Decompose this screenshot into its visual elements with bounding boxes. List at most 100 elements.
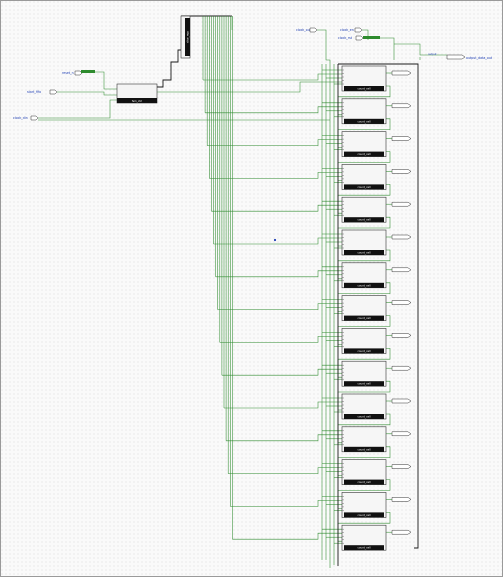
cell-label: count_cell bbox=[357, 251, 370, 255]
count-cell-block[interactable]: count_cell bbox=[341, 131, 412, 157]
cell-label: count_cell bbox=[357, 382, 370, 386]
cell-label: count_cell bbox=[357, 218, 370, 222]
wire bbox=[157, 49, 181, 88]
output-port-label: output_data_out bbox=[466, 56, 493, 60]
cell-footer bbox=[344, 545, 384, 551]
input-port-label: clock_din bbox=[13, 116, 28, 120]
wire bbox=[337, 151, 391, 181]
port-arrow-icon bbox=[309, 27, 318, 33]
cell-label: count_cell bbox=[357, 119, 370, 123]
port-arrow-icon bbox=[49, 89, 58, 95]
wire bbox=[209, 172, 342, 179]
count-cell-block[interactable]: count_cell bbox=[341, 295, 412, 321]
cell-output-arrow-icon bbox=[391, 70, 412, 76]
input-port-start[interactable]: start_fifo bbox=[27, 89, 58, 95]
count-cell-block[interactable]: count_cell bbox=[341, 360, 412, 387]
count-cell-block[interactable]: count_cell bbox=[341, 65, 412, 92]
cell-footer bbox=[344, 250, 384, 255]
wire bbox=[226, 434, 342, 442]
cell-output-arrow-icon bbox=[391, 300, 412, 305]
cell-label: count_cell bbox=[357, 415, 370, 419]
input-port-top-2[interactable]: clock_en bbox=[340, 27, 363, 33]
wire bbox=[224, 401, 342, 409]
port-arrow-icon bbox=[74, 70, 83, 76]
cell-label: count_cell bbox=[357, 87, 370, 91]
cell-footer bbox=[344, 118, 384, 124]
wire bbox=[337, 249, 391, 280]
block-footer bbox=[117, 98, 157, 103]
cell-footer bbox=[344, 282, 384, 288]
port-arrow-icon bbox=[30, 115, 39, 121]
cells-layer: count_cell count_cell count_cell count_cell… bbox=[341, 65, 412, 551]
wire bbox=[337, 315, 391, 345]
wire bbox=[337, 512, 391, 542]
input-port-top-1[interactable]: clock_out bbox=[296, 27, 318, 33]
cell-footer bbox=[344, 86, 384, 91]
wires-layer bbox=[38, 15, 447, 568]
cell-output-arrow-icon bbox=[391, 497, 412, 502]
wire bbox=[338, 63, 419, 549]
input-port-top-3[interactable]: clock_rst bbox=[338, 35, 380, 41]
cell-output-arrow-icon bbox=[391, 333, 412, 338]
input-port-label: start_fifo bbox=[27, 90, 41, 94]
wire bbox=[95, 71, 117, 90]
cell-footer bbox=[344, 414, 384, 419]
count-cell-block[interactable]: count_cell bbox=[341, 492, 412, 518]
count-cell-block[interactable]: count_cell bbox=[341, 164, 412, 190]
input-port-label: reset_n bbox=[62, 71, 74, 75]
wire bbox=[232, 532, 342, 540]
count-cell-block[interactable]: count_cell bbox=[341, 196, 412, 223]
wire bbox=[207, 139, 342, 146]
output-port-top[interactable]: output output_data_out bbox=[428, 52, 493, 60]
count-cell-block[interactable]: count_cell bbox=[341, 393, 412, 420]
count-cell-block[interactable]: count_cell bbox=[341, 229, 412, 256]
cell-footer bbox=[344, 479, 384, 485]
wire bbox=[203, 73, 342, 81]
wire bbox=[221, 368, 342, 376]
port-bus-indicator bbox=[81, 70, 95, 73]
fsm-block[interactable]: fsm_ctrl bbox=[116, 83, 158, 104]
cell-output-arrow-icon bbox=[391, 201, 412, 207]
input-port-reset[interactable]: reset_n bbox=[62, 70, 95, 76]
port-arrow-icon bbox=[355, 35, 364, 41]
wire bbox=[337, 216, 391, 247]
wire bbox=[205, 106, 342, 114]
cell-label: count_cell bbox=[357, 480, 370, 484]
count-cell-block[interactable]: count_cell bbox=[341, 459, 412, 485]
cell-output-arrow-icon bbox=[391, 136, 412, 141]
wire bbox=[337, 446, 391, 476]
cell-label: count_cell bbox=[357, 546, 370, 550]
cell-footer bbox=[344, 315, 384, 321]
cell-output-arrow-icon bbox=[391, 431, 412, 437]
count-cell-block[interactable]: count_cell bbox=[341, 524, 412, 551]
cell-footer bbox=[344, 446, 384, 452]
wire bbox=[337, 282, 391, 312]
count-cell-block[interactable]: count_cell bbox=[341, 426, 412, 453]
cell-output-arrow-icon bbox=[391, 529, 412, 535]
cell-footer bbox=[344, 512, 384, 518]
output-bus-label: output bbox=[428, 52, 437, 56]
cell-output-arrow-icon bbox=[391, 103, 412, 109]
wire bbox=[38, 99, 117, 119]
count-cell-block[interactable]: count_cell bbox=[341, 98, 412, 125]
wire bbox=[215, 270, 342, 278]
cell-output-arrow-icon bbox=[391, 365, 412, 371]
wire bbox=[230, 500, 342, 507]
input-port-label: clock_en bbox=[340, 28, 354, 32]
cell-label: count_cell bbox=[357, 513, 370, 517]
wire bbox=[337, 413, 391, 444]
count-cell-block[interactable]: count_cell bbox=[341, 328, 412, 354]
cell-label: count_cell bbox=[357, 185, 370, 189]
block-footer bbox=[185, 18, 190, 56]
cell-label: count_cell bbox=[357, 349, 370, 353]
wire bbox=[317, 29, 331, 568]
count-cell-block[interactable]: count_cell bbox=[341, 262, 412, 289]
wire bbox=[217, 303, 342, 310]
input-port-clock[interactable]: clock_din bbox=[13, 115, 39, 121]
cell-output-arrow-icon bbox=[391, 169, 412, 174]
register-block[interactable]: slice_regs bbox=[180, 15, 191, 59]
wire bbox=[337, 118, 391, 148]
wire bbox=[57, 91, 117, 96]
cell-output-arrow-icon bbox=[391, 234, 412, 240]
